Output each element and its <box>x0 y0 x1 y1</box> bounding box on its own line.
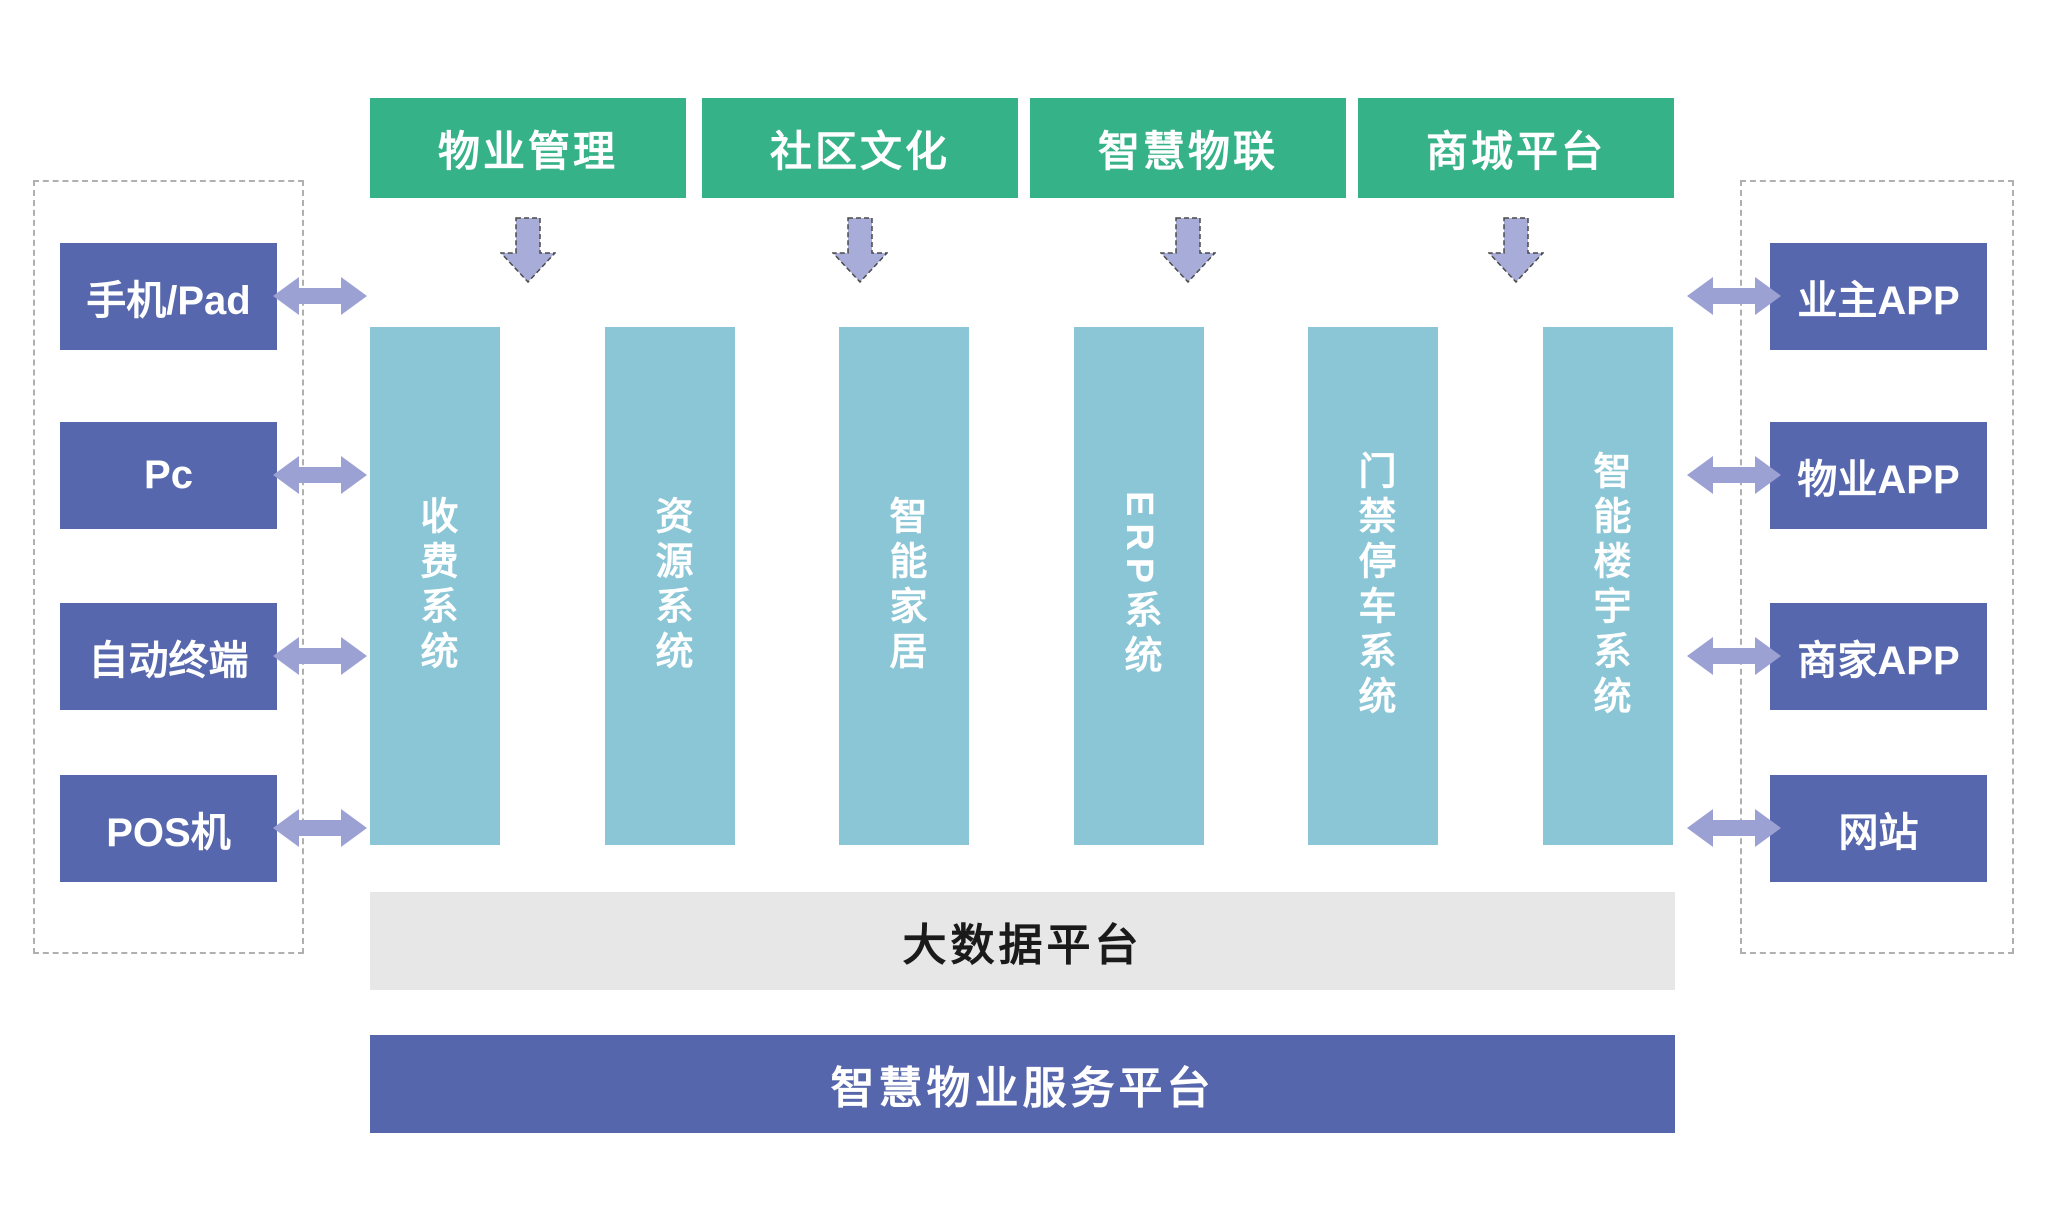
system-label: 门禁停车系统 <box>1352 451 1394 721</box>
system-column-smart-home: 智能家居 <box>839 327 969 845</box>
app-label: 业主APP <box>1797 278 1960 323</box>
down-arrow-icon <box>500 217 556 283</box>
module-box-community-culture: 社区文化 <box>702 98 1018 198</box>
app-label: 物业APP <box>1797 457 1960 502</box>
module-label: 商城平台 <box>1425 127 1606 175</box>
module-label: 物业管理 <box>437 127 618 175</box>
system-label: 智能家居 <box>883 496 925 676</box>
left-right-arrow-icon <box>1687 456 1781 494</box>
device-box-pc: Pc <box>60 422 277 529</box>
down-arrow-icon <box>1488 217 1544 283</box>
system-label: 收费系统 <box>414 496 456 676</box>
left-right-arrow-icon <box>273 456 367 494</box>
big-data-platform-bar: 大数据平台 <box>370 892 1675 990</box>
module-label: 社区文化 <box>769 127 950 175</box>
app-box-owner-app: 业主APP <box>1770 243 1987 350</box>
left-right-arrow-icon <box>1687 637 1781 675</box>
right-apps-container <box>1740 180 2014 954</box>
left-right-arrow-icon <box>1687 277 1781 315</box>
left-right-arrow-icon <box>273 637 367 675</box>
app-label: 商家APP <box>1797 638 1960 683</box>
service-platform-bar: 智慧物业服务平台 <box>370 1035 1675 1133</box>
module-box-smart-iot: 智慧物联 <box>1030 98 1346 198</box>
down-arrow-icon <box>1160 217 1216 283</box>
system-column-access-parking: 门禁停车系统 <box>1308 327 1438 845</box>
big-data-platform-label: 大数据平台 <box>902 921 1143 970</box>
device-box-auto-terminal: 自动终端 <box>60 603 277 710</box>
device-label: 手机/Pad <box>86 278 251 323</box>
device-label: 自动终端 <box>88 638 249 683</box>
module-box-mall-platform: 商城平台 <box>1358 98 1674 198</box>
system-label: ERP系统 <box>1118 491 1160 681</box>
app-box-merchant-app: 商家APP <box>1770 603 1987 710</box>
device-box-pos: POS机 <box>60 775 277 882</box>
system-column-smart-building: 智能楼宇系统 <box>1543 327 1673 845</box>
device-label: POS机 <box>106 810 231 855</box>
left-right-arrow-icon <box>273 809 367 847</box>
module-box-property-management: 物业管理 <box>370 98 686 198</box>
device-box-mobile-pad: 手机/Pad <box>60 243 277 350</box>
left-right-arrow-icon <box>1687 809 1781 847</box>
service-platform-label: 智慧物业服务平台 <box>830 1064 1215 1113</box>
system-column-resource: 资源系统 <box>605 327 735 845</box>
app-box-website: 网站 <box>1770 775 1987 882</box>
app-box-property-app: 物业APP <box>1770 422 1987 529</box>
left-right-arrow-icon <box>273 277 367 315</box>
system-label: 资源系统 <box>649 496 691 676</box>
device-label: Pc <box>144 453 193 497</box>
system-label: 智能楼宇系统 <box>1587 451 1629 721</box>
down-arrow-icon <box>832 217 888 283</box>
system-column-charging: 收费系统 <box>370 327 500 845</box>
system-column-erp: ERP系统 <box>1074 327 1204 845</box>
app-label: 网站 <box>1838 810 1919 855</box>
module-label: 智慧物联 <box>1097 127 1278 175</box>
left-devices-container <box>33 180 304 954</box>
